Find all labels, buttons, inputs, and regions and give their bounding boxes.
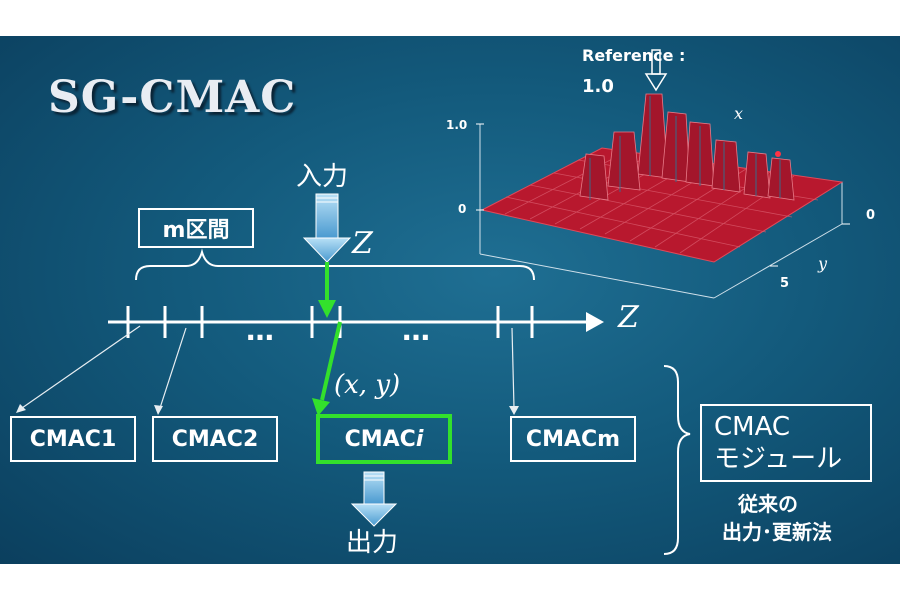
conventional-note-line2: 出力･更新法 xyxy=(722,520,832,544)
interval-box: m区間 xyxy=(138,208,254,248)
z-input-label: Z xyxy=(352,226,373,261)
xy-label: (x, y) xyxy=(334,370,401,400)
module-brace xyxy=(663,365,691,555)
plot-y-axis-label: y xyxy=(818,254,828,273)
y-tick-0: 0 xyxy=(866,208,876,223)
input-label: 入力 xyxy=(296,162,349,192)
cmac-box-2: CMAC2 xyxy=(152,416,278,462)
ellipsis-left: … xyxy=(246,314,274,347)
y-tick-5: 5 xyxy=(780,276,790,291)
diagram-canvas xyxy=(16,49,850,555)
cmac-box-1: CMAC1 xyxy=(10,416,136,462)
interval-brace xyxy=(135,248,535,281)
reference-value: 1.0 xyxy=(582,76,614,97)
conventional-note-line1: 従来の xyxy=(738,492,798,516)
number-line-arrowhead xyxy=(586,312,604,332)
number-line xyxy=(108,306,588,338)
plot-x-axis-label: x xyxy=(734,104,744,123)
interval-label: m区間 xyxy=(162,218,230,243)
surface-plot xyxy=(476,49,850,299)
cmac-box-m: CMACm xyxy=(510,416,636,462)
z-axis-label: Z xyxy=(618,300,639,335)
reference-label: Reference : xyxy=(582,46,686,65)
output-label: 出力 xyxy=(346,528,399,558)
input-arrow xyxy=(302,193,352,263)
green-path xyxy=(320,262,342,401)
output-arrow xyxy=(350,471,398,527)
slide: SG-CMAC Reference : 1.0 1.0 0 x y 0 5 入力… xyxy=(0,36,900,564)
z-tick-top: 1.0 xyxy=(446,118,468,132)
slide-title: SG-CMAC xyxy=(48,72,297,123)
z-tick-bottom: 0 xyxy=(458,202,467,216)
ellipsis-right: … xyxy=(402,314,430,347)
mapping-arrows xyxy=(21,325,515,409)
module-box: CMAC モジュール xyxy=(700,404,872,482)
